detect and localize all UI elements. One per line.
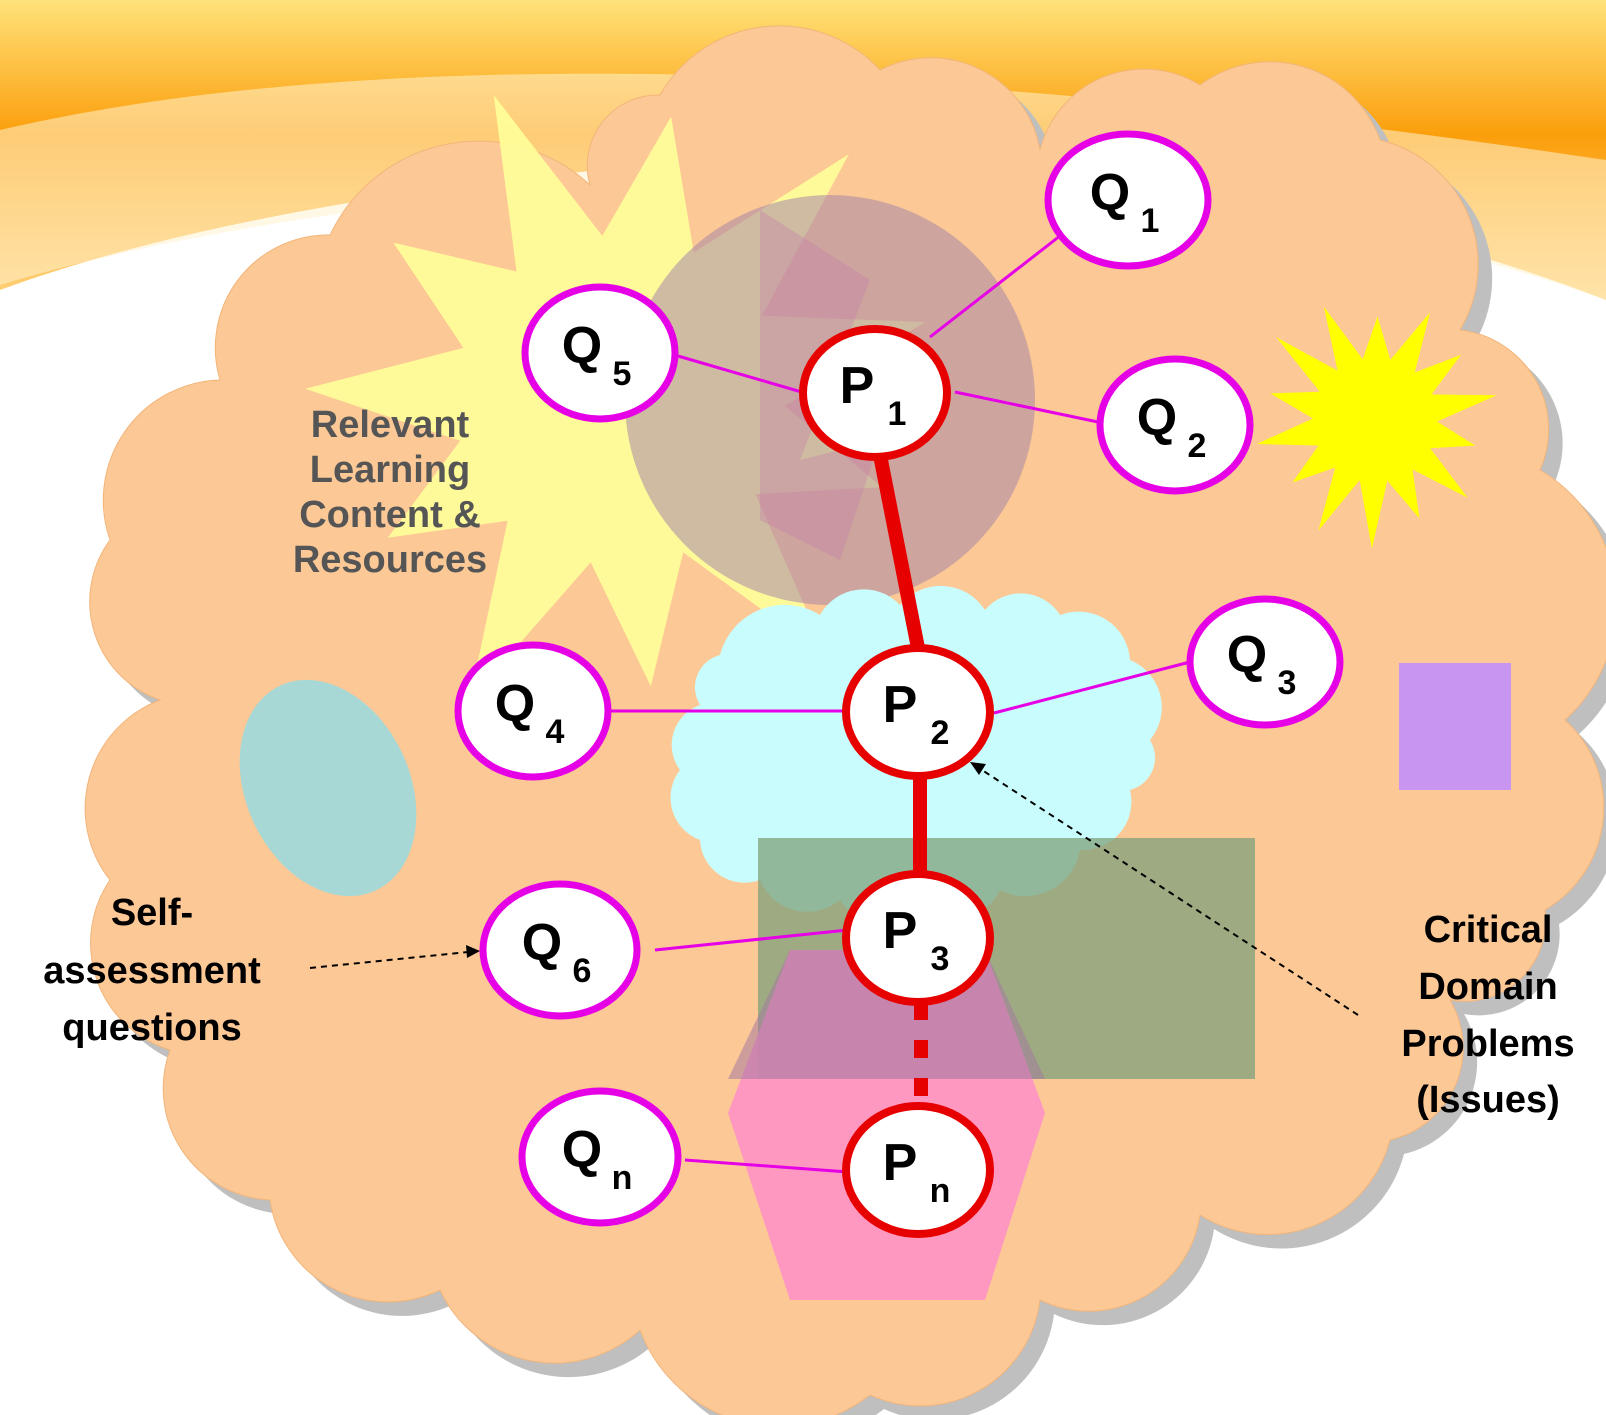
link-p3-q6 bbox=[654, 928, 849, 952]
node-subscript: n bbox=[612, 1159, 633, 1197]
node-label: P bbox=[883, 902, 918, 960]
node-label: Q bbox=[1227, 626, 1267, 684]
node-subscript: 4 bbox=[546, 713, 565, 751]
links bbox=[608, 230, 1191, 1174]
arrow-critical bbox=[981, 769, 1359, 1016]
arrows bbox=[309, 769, 1359, 1016]
self-assessment-line-2: assessment bbox=[43, 950, 261, 992]
node-ellipse bbox=[1044, 130, 1212, 270]
node-letter: P bbox=[840, 357, 875, 415]
node-ellipse bbox=[842, 644, 994, 780]
node-ellipse bbox=[799, 325, 951, 461]
critical-line-1: Critical bbox=[1424, 909, 1553, 951]
link-p1-q1 bbox=[929, 230, 1066, 339]
critical-line-2: Domain bbox=[1418, 966, 1557, 1008]
self-assessment-line-1: Self- bbox=[111, 892, 193, 934]
link-pn-qn bbox=[684, 1158, 849, 1174]
node-label: Q bbox=[1137, 389, 1177, 447]
node-subscript: 2 bbox=[931, 714, 950, 752]
chain-p1-p2 bbox=[873, 453, 925, 650]
node-letter: Q bbox=[495, 675, 535, 733]
node-letter: Q bbox=[562, 317, 602, 375]
arrow-head-self bbox=[466, 945, 480, 958]
node-subscript: 3 bbox=[1278, 664, 1297, 702]
node-label: Q bbox=[562, 317, 602, 375]
resource-line-1: Relevant bbox=[311, 404, 470, 446]
problem-chain bbox=[873, 453, 928, 1100]
node-label: Q bbox=[1090, 164, 1130, 222]
node-letter: Q bbox=[1090, 164, 1130, 222]
node-ellipse bbox=[518, 1087, 682, 1227]
node-label: Q bbox=[522, 914, 562, 972]
node-ellipse bbox=[454, 641, 612, 781]
node-subscript: 5 bbox=[613, 355, 632, 393]
node-label: Q bbox=[562, 1121, 602, 1179]
node-subscript: 1 bbox=[1141, 202, 1160, 240]
node-ellipse bbox=[1096, 355, 1254, 495]
node-letter: P bbox=[883, 1134, 918, 1192]
node-label: Q bbox=[495, 675, 535, 733]
node-subscript: 6 bbox=[573, 952, 592, 990]
link-p1-q5 bbox=[677, 354, 806, 395]
node-letter: P bbox=[883, 902, 918, 960]
node-label: P bbox=[883, 1134, 918, 1192]
critical-line-4: (Issues) bbox=[1416, 1079, 1560, 1121]
arrow-head-critical bbox=[970, 762, 986, 775]
node-ellipse bbox=[479, 880, 641, 1020]
node-ellipse bbox=[1186, 595, 1344, 729]
node-subscript: n bbox=[930, 1172, 951, 1210]
arrow-self-assessment bbox=[309, 951, 469, 969]
node-label: P bbox=[840, 357, 875, 415]
node-letter: Q bbox=[562, 1121, 602, 1179]
link-p1-q2 bbox=[954, 390, 1099, 424]
critical-line-3: Problems bbox=[1401, 1023, 1574, 1065]
node-letter: Q bbox=[1137, 389, 1177, 447]
node-ellipse bbox=[521, 283, 679, 423]
link-p2-q3 bbox=[993, 660, 1191, 715]
node-subscript: 2 bbox=[1188, 427, 1207, 465]
self-assessment-label: Self- assessment questions bbox=[43, 892, 261, 1049]
node-letter: Q bbox=[522, 914, 562, 972]
node-subscript: 3 bbox=[931, 940, 950, 978]
node-letter: Q bbox=[1227, 626, 1267, 684]
starburst-small bbox=[1256, 306, 1497, 549]
self-assessment-line-3: questions bbox=[62, 1007, 241, 1049]
resource-line-3: Content & bbox=[299, 494, 481, 536]
resource-line-4: Resources bbox=[293, 539, 487, 581]
node-ellipse bbox=[842, 1102, 994, 1238]
violet-square bbox=[1399, 663, 1511, 790]
node-label: P bbox=[883, 676, 918, 734]
node-ellipse bbox=[842, 870, 994, 1006]
teal-ellipse bbox=[239, 679, 417, 897]
resource-label: Relevant Learning Content & Resources bbox=[293, 404, 487, 581]
critical-problems-label: Critical Domain Problems (Issues) bbox=[1401, 909, 1574, 1121]
node-letter: P bbox=[883, 676, 918, 734]
resource-line-2: Learning bbox=[310, 449, 470, 491]
node-subscript: 1 bbox=[888, 395, 907, 433]
